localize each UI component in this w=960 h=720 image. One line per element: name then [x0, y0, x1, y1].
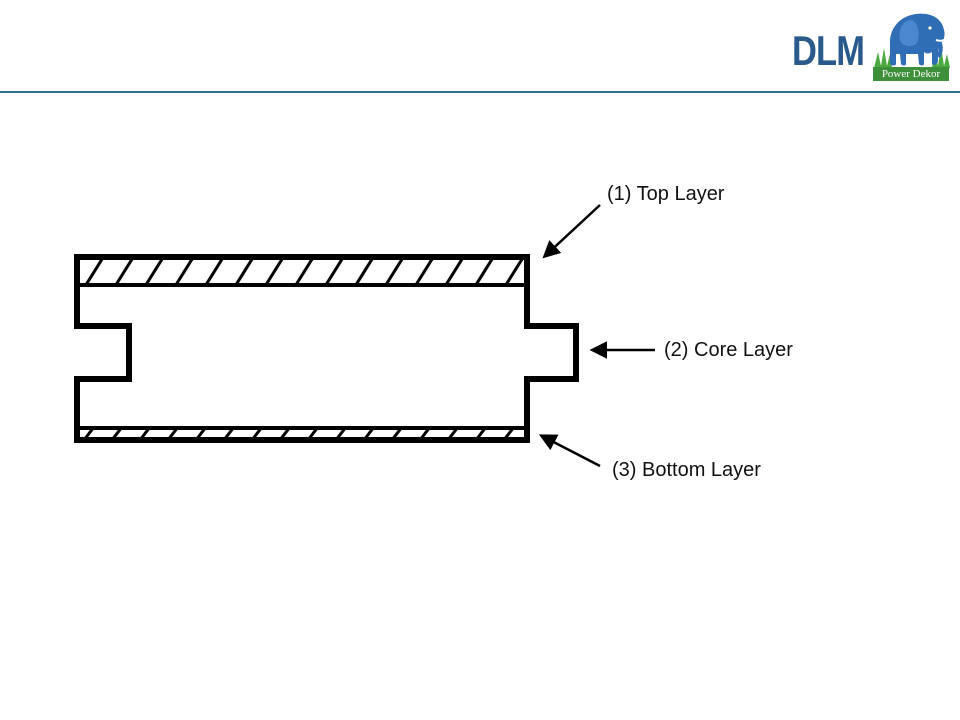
- elephant-logo-icon: [874, 13, 950, 68]
- core-layer-label: (2) Core Layer: [664, 339, 793, 361]
- board-outline: [74, 254, 579, 443]
- top-layer-label: (1) Top Layer: [607, 183, 725, 205]
- top-layer-arrow: [542, 204, 601, 259]
- top-layer: [78, 258, 526, 284]
- logo-brand-text: DLM: [792, 27, 865, 74]
- header-divider: [0, 91, 960, 93]
- company-logo: DLM Power Dekor: [790, 8, 952, 84]
- logo-tagline: Power Dekor: [873, 67, 949, 81]
- bottom-layer-arrow: [538, 434, 601, 468]
- bottom-layer-label: (3) Bottom Layer: [612, 459, 761, 481]
- bottom-layer: [82, 428, 516, 439]
